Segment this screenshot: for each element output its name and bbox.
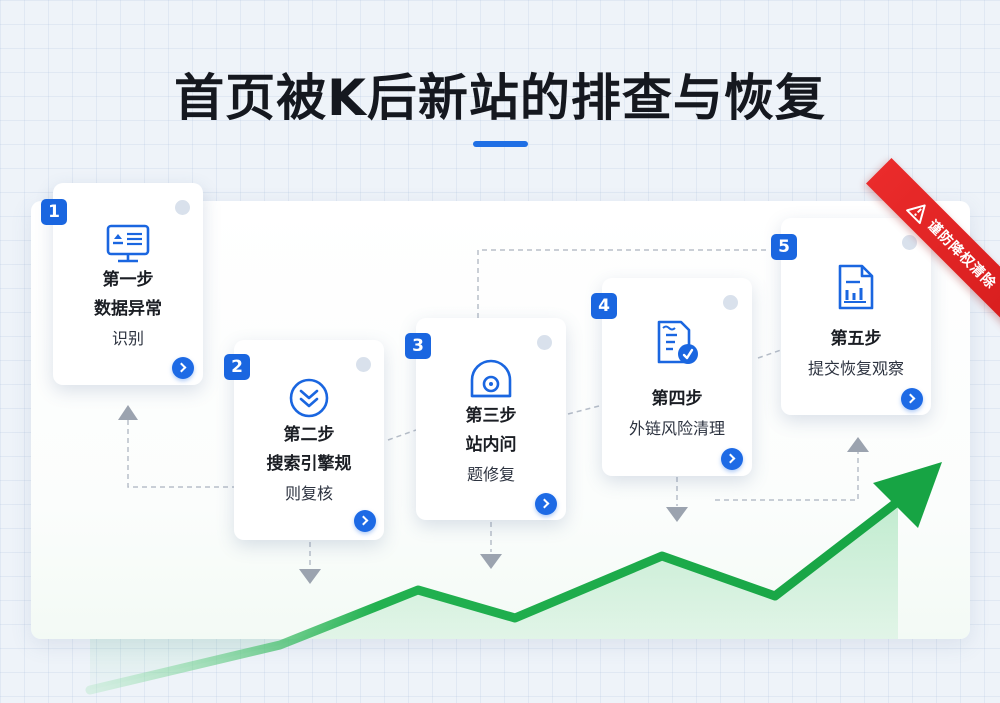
step-card-3[interactable]: 第三步 站内问 题修复 bbox=[416, 318, 566, 520]
status-dot bbox=[175, 200, 190, 215]
step-next-button[interactable] bbox=[354, 510, 376, 532]
step-subtitle: 则复核 bbox=[284, 484, 333, 503]
status-dot bbox=[537, 335, 552, 350]
arrow-up-step1 bbox=[118, 405, 138, 420]
status-dot bbox=[723, 295, 738, 310]
step-next-button[interactable] bbox=[901, 388, 923, 410]
step-next-button[interactable] bbox=[721, 448, 743, 470]
page-title: 首页被K后新站的排查与恢复 bbox=[174, 69, 826, 127]
report-chart-icon bbox=[838, 264, 874, 310]
step-badge-2: 2 bbox=[224, 354, 250, 380]
trend-line bbox=[85, 491, 910, 695]
step-name: 搜索引擎规 bbox=[266, 454, 352, 474]
title-underline bbox=[473, 141, 528, 147]
step-subtitle: 题修复 bbox=[466, 465, 515, 484]
step-badge-4: 4 bbox=[591, 293, 617, 319]
step-title: 第五步 bbox=[830, 329, 882, 349]
double-chevron-down-icon bbox=[289, 378, 329, 418]
arrow-up-step5 bbox=[847, 437, 869, 452]
step-badge-1: 1 bbox=[41, 199, 67, 225]
step-card-4[interactable]: 第四步 外链风险清理 bbox=[602, 278, 752, 476]
warning-icon bbox=[906, 204, 926, 225]
step-next-button[interactable] bbox=[172, 357, 194, 379]
step-name: 外链风险清理 bbox=[628, 419, 725, 438]
status-dot bbox=[902, 235, 917, 250]
step-subtitle: 识别 bbox=[111, 329, 144, 348]
site-repair-icon bbox=[470, 359, 512, 398]
step-next-button[interactable] bbox=[535, 493, 557, 515]
step-name: 提交恢复观察 bbox=[807, 359, 904, 378]
document-shield-icon bbox=[657, 320, 698, 364]
step-card-5[interactable]: 第五步 提交恢复观察 bbox=[781, 218, 931, 415]
step-badge-3: 3 bbox=[405, 333, 431, 359]
trend-area bbox=[90, 505, 898, 690]
warning-ribbon: 谨防降权清除 bbox=[866, 158, 1000, 332]
arrow-down-step3 bbox=[480, 554, 502, 569]
step-card-1[interactable]: 第一步 数据异常 识别 bbox=[53, 183, 203, 385]
step-title: 第二步 bbox=[283, 425, 335, 445]
step-title: 第一步 bbox=[102, 270, 154, 290]
status-dot bbox=[356, 357, 371, 372]
step-name: 站内问 bbox=[465, 435, 517, 455]
monitor-chart-icon bbox=[106, 224, 150, 263]
step-name: 数据异常 bbox=[94, 299, 162, 319]
arrow-down-step4 bbox=[666, 507, 688, 522]
step-title: 第四步 bbox=[651, 389, 703, 409]
step-card-2[interactable]: 第二步 搜索引擎规 则复核 bbox=[234, 340, 384, 540]
arrow-down-step2 bbox=[299, 569, 321, 584]
step-title: 第三步 bbox=[465, 406, 517, 426]
step-badge-5: 5 bbox=[771, 234, 797, 260]
trend-arrowhead bbox=[873, 462, 942, 528]
